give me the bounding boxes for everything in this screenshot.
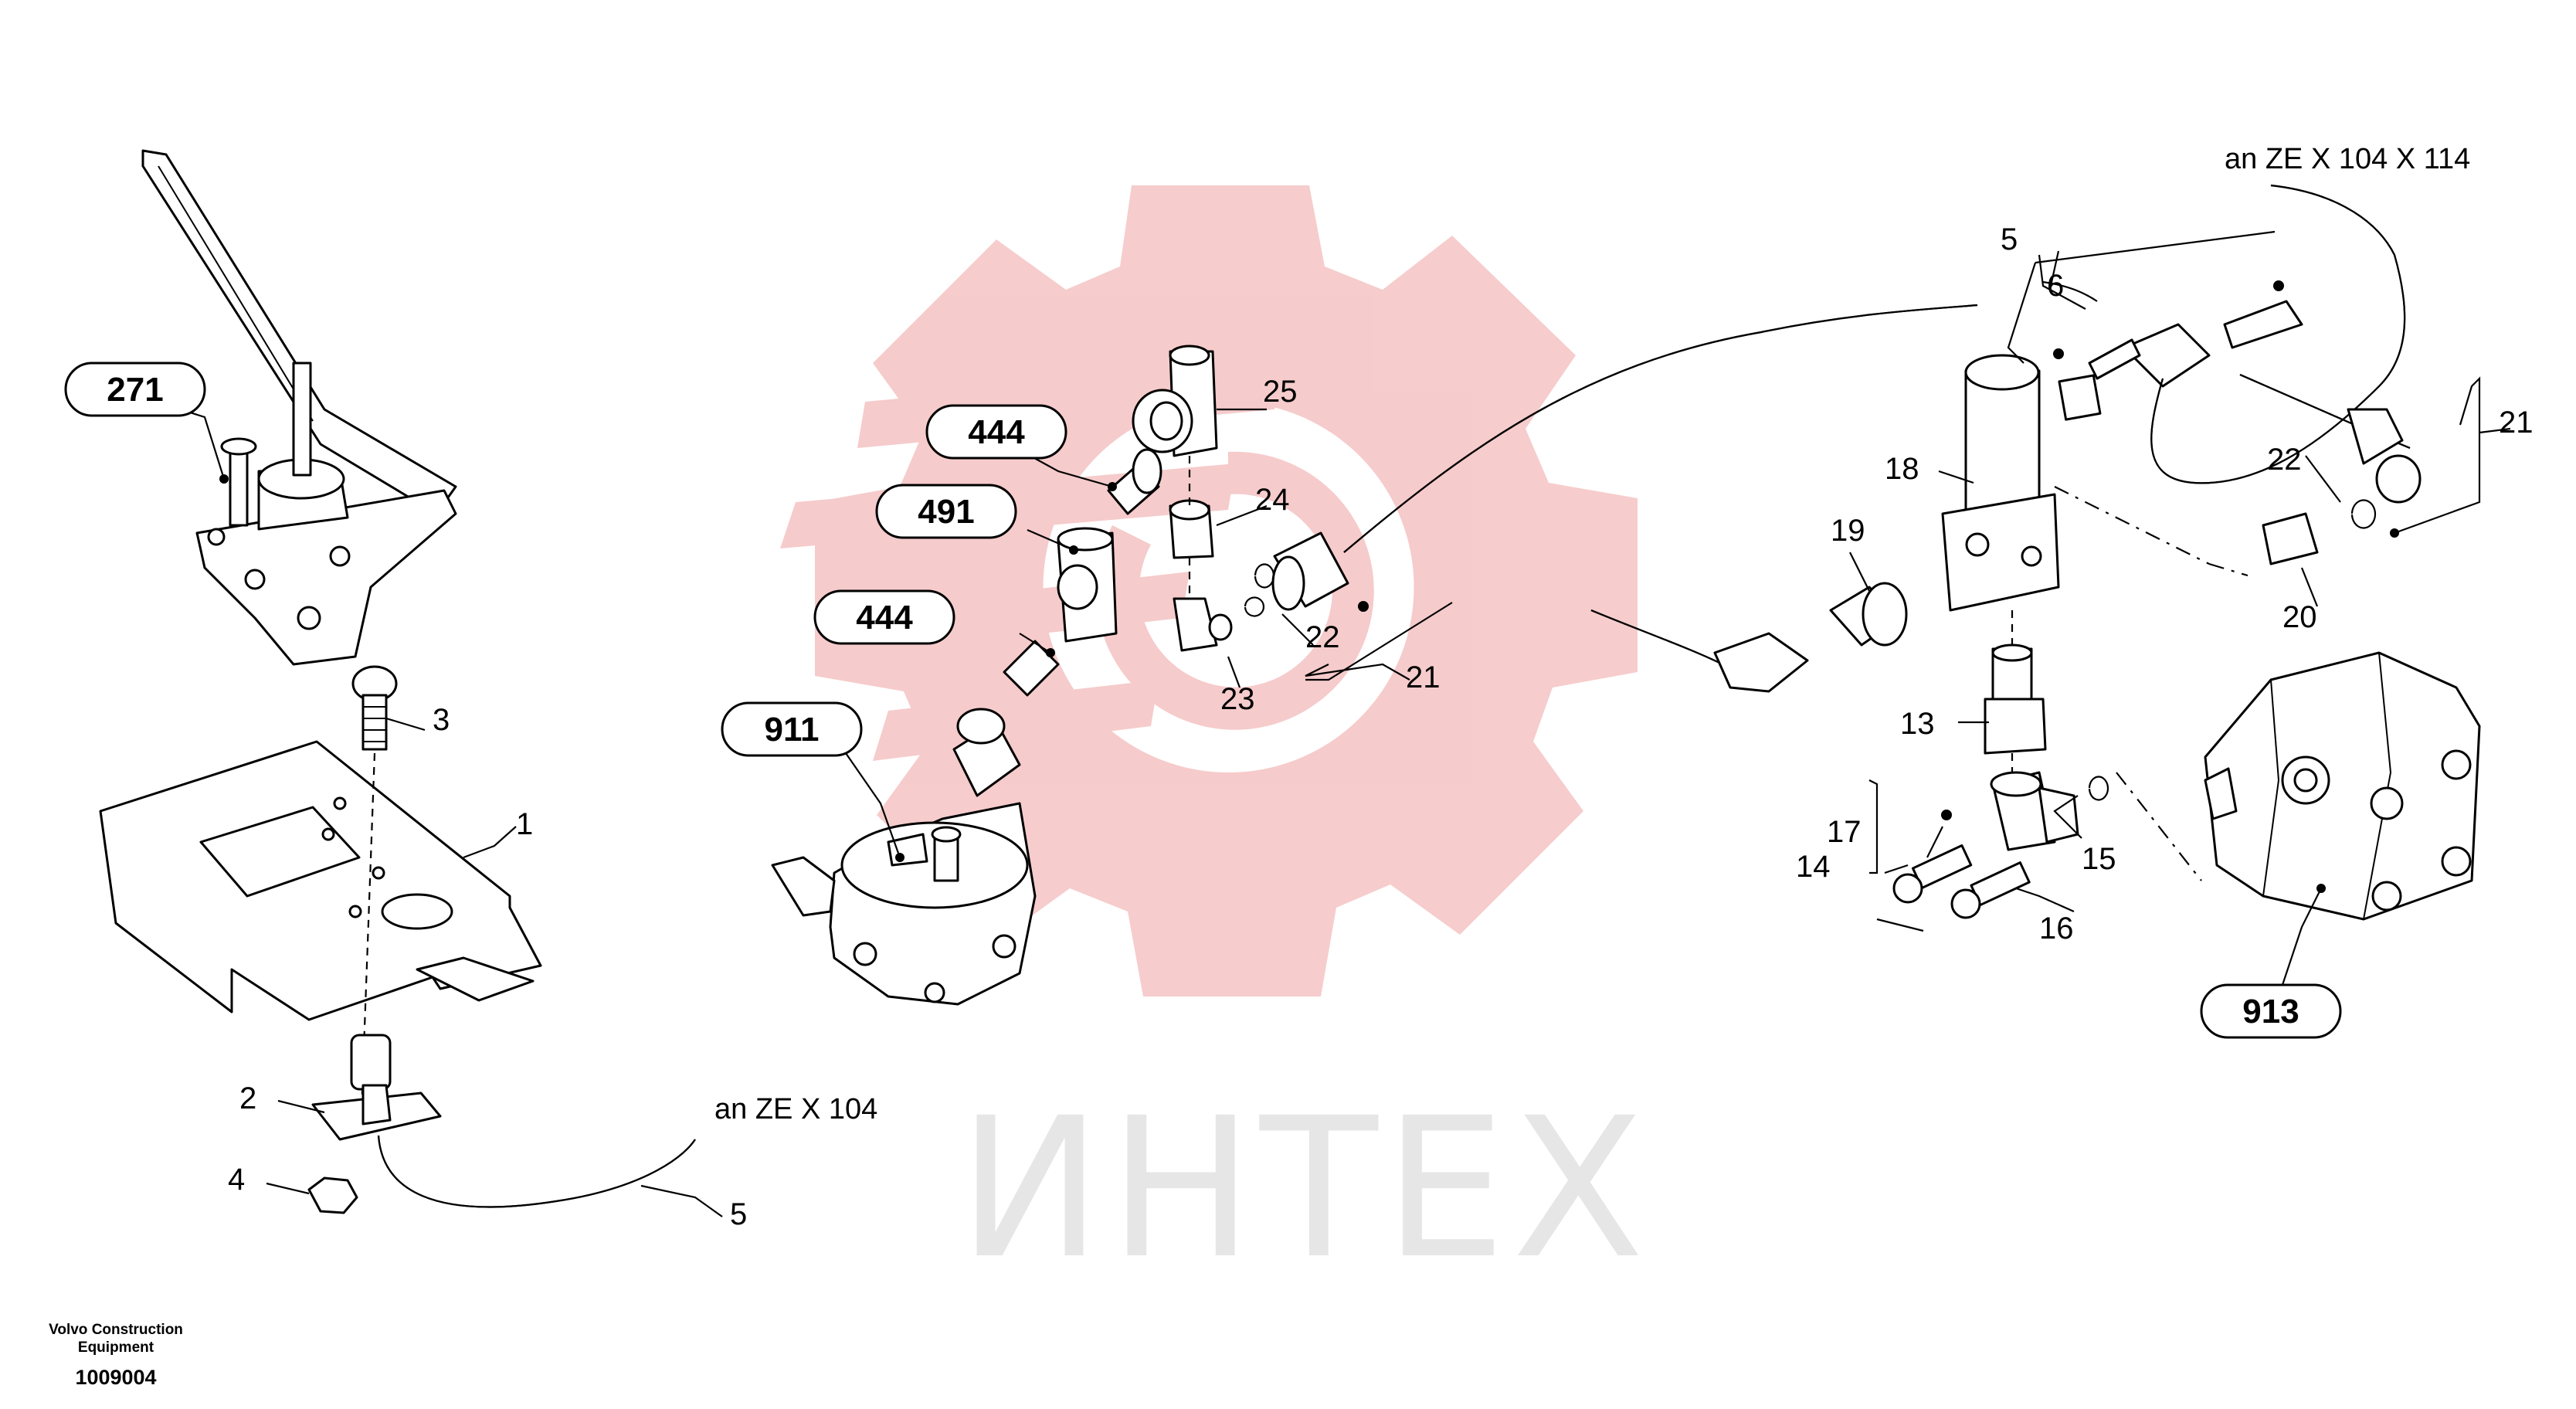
label-21-middle: 21	[1406, 660, 1441, 694]
label-20: 20	[2282, 600, 2317, 634]
footer-brand: Volvo Construction Equipment 1009004	[49, 1322, 183, 1389]
hose-21	[1254, 304, 1978, 611]
callout-911[interactable]: 911	[721, 701, 863, 757]
dot-markers	[219, 280, 2399, 893]
watermark-text: ИНТЕХ	[958, 1076, 1651, 1301]
hose-21-right	[2239, 373, 2422, 565]
callout-491[interactable]: 491	[875, 484, 1017, 539]
label-5-left: 5	[730, 1197, 747, 1231]
label-1: 1	[516, 807, 533, 841]
callout-271[interactable]: 271	[64, 362, 206, 417]
valve-block-18	[1941, 354, 2102, 612]
callout-911-label: 911	[765, 711, 820, 749]
callout-444-upper[interactable]: 444	[925, 404, 1067, 460]
brand-line-2: Equipment	[78, 1339, 154, 1356]
valve-911	[771, 802, 1037, 1006]
label-5-right: 5	[2001, 222, 2018, 256]
connector-5	[2042, 184, 2406, 484]
pedal-assembly	[141, 149, 457, 666]
cable-note-left: an ZE X 104	[714, 1093, 877, 1126]
hose-lower	[1590, 609, 1809, 693]
mounting-plate	[99, 740, 542, 1021]
pump-913	[2204, 651, 2481, 921]
pedal-switch	[307, 1034, 696, 1214]
callout-271-label: 271	[107, 371, 163, 409]
drawing-number: 1009004	[75, 1366, 156, 1389]
label-24: 24	[1255, 483, 1290, 517]
callout-444-lower-label: 444	[856, 599, 913, 637]
leader-lines	[185, 230, 2511, 1217]
part-labels: 1 2 3 4 5 5 6 13 14 15 16 17 18 19 20 21…	[228, 222, 2534, 1231]
callout-444-lower[interactable]: 444	[813, 589, 955, 645]
fittings-stack	[952, 345, 1265, 797]
dash-lines	[2054, 486, 2248, 881]
label-13: 13	[1900, 707, 1935, 741]
brand-line-1: Volvo Construction	[49, 1322, 183, 1338]
label-2: 2	[239, 1081, 256, 1115]
callout-491-label: 491	[918, 493, 974, 531]
label-23: 23	[1220, 682, 1255, 716]
label-6: 6	[2047, 269, 2064, 303]
label-3: 3	[433, 703, 450, 737]
elbow-14	[1892, 771, 2109, 919]
label-4: 4	[228, 1163, 245, 1197]
label-17: 17	[1827, 815, 1862, 849]
label-21-right: 21	[2499, 406, 2534, 440]
label-15: 15	[2082, 842, 2116, 876]
label-18: 18	[1885, 452, 1919, 486]
fitting-13	[1984, 610, 2047, 780]
label-14: 14	[1796, 850, 1831, 884]
label-16: 16	[2039, 912, 2074, 946]
callout-444-upper-label: 444	[968, 413, 1025, 451]
cable-note-right: an ZE X 104 X 114	[2225, 143, 2470, 175]
callout-913[interactable]: 913	[2200, 983, 2342, 1039]
label-22-right: 22	[2267, 443, 2302, 477]
label-19: 19	[1831, 514, 1865, 548]
callout-913-label: 913	[2242, 993, 2299, 1030]
label-25: 25	[1263, 375, 1298, 409]
label-22-middle: 22	[1305, 620, 1340, 654]
fitting-19	[1829, 582, 1908, 647]
